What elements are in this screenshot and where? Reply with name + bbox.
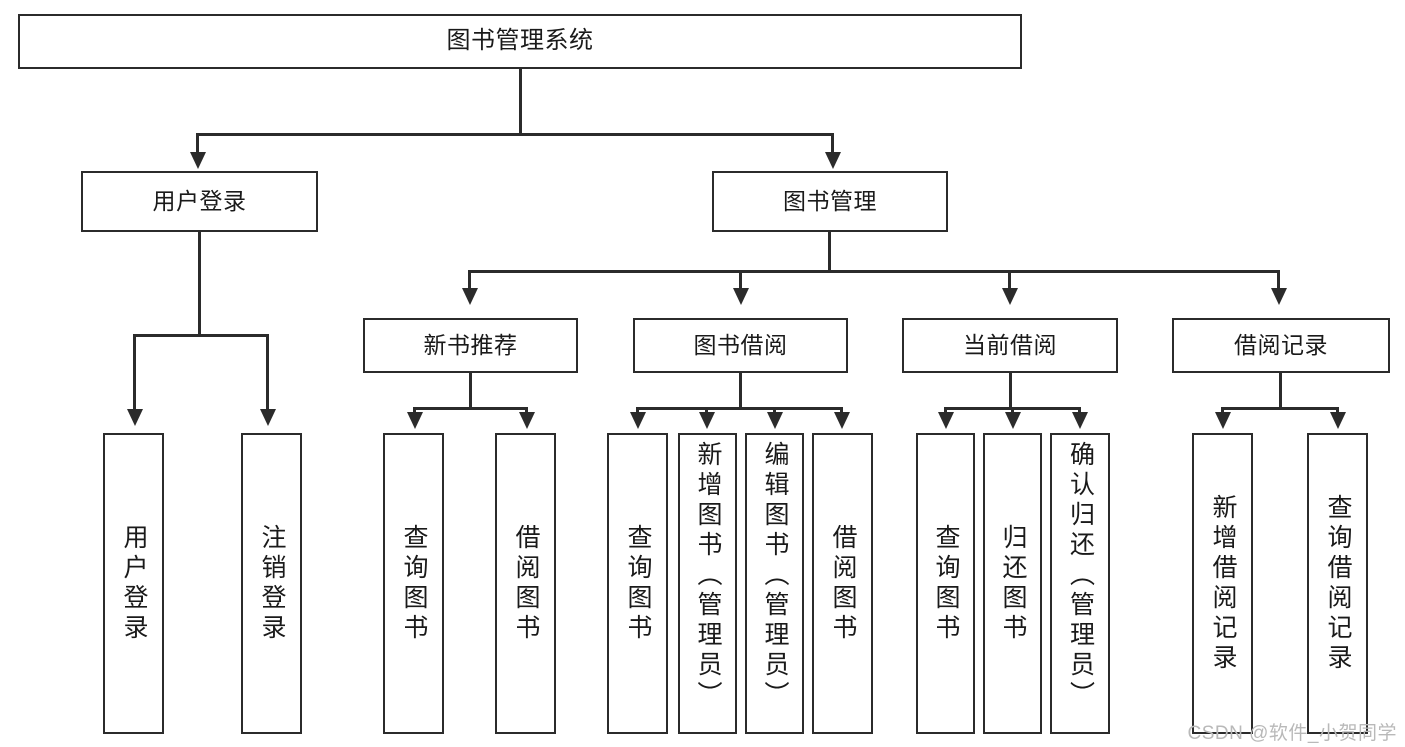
node-borrow-record[interactable]: 借阅记录 [1172, 318, 1390, 373]
connector-user-login-drop-1 [133, 334, 136, 411]
node-label: 编辑图书（管理员） [761, 441, 789, 711]
arrowhead-leaf-logout [260, 409, 276, 426]
node-label: 借阅图书 [829, 523, 857, 644]
connector-to-current-borrow [1008, 270, 1011, 291]
connector-borrow-record-bar [1221, 407, 1339, 410]
leaf-current-return[interactable]: 归还图书 [983, 433, 1042, 734]
leaf-book-add-admin[interactable]: 新增图书（管理员） [678, 433, 737, 734]
arrowhead-new-book-leaf-2 [519, 412, 535, 429]
connector-user-login-bar [133, 334, 269, 337]
connector-current-borrow-drop-2 [1011, 407, 1014, 414]
arrowhead-new-book [462, 288, 478, 305]
arrowhead-book-borrow-leaf-1 [630, 412, 646, 429]
leaf-book-borrow-query[interactable]: 查询图书 [607, 433, 668, 734]
node-book-management[interactable]: 图书管理 [712, 171, 948, 232]
arrowhead-book-borrow [733, 288, 749, 305]
leaf-book-borrow-action[interactable]: 借阅图书 [812, 433, 873, 734]
connector-new-book-stem [469, 373, 472, 409]
connector-current-borrow-stem [1009, 373, 1012, 409]
node-label: 查询图书 [932, 523, 960, 644]
connector-user-login-drop-2 [266, 334, 269, 411]
connector-to-borrow-record [1277, 270, 1280, 291]
arrowhead-current-borrow-leaf-1 [938, 412, 954, 429]
connector-book-borrow-bar [636, 407, 843, 410]
connector-borrow-record-drop-2 [1336, 407, 1339, 414]
node-root-system[interactable]: 图书管理系统 [18, 14, 1022, 69]
connector-new-book-drop-1 [413, 407, 416, 414]
node-label: 用户登录 [120, 523, 148, 644]
connector-root-stem [519, 69, 522, 135]
arrowhead-new-book-leaf-1 [407, 412, 423, 429]
connector-user-login-stem [198, 232, 201, 336]
connector-book-manage-stem [828, 232, 831, 272]
node-current-borrow[interactable]: 当前借阅 [902, 318, 1118, 373]
leaf-book-edit-admin[interactable]: 编辑图书（管理员） [745, 433, 804, 734]
node-label: 查询图书 [400, 523, 428, 644]
connector-new-book-drop-2 [525, 407, 528, 414]
connector-root-bar [196, 133, 834, 136]
connector-book-borrow-drop-1 [636, 407, 639, 414]
arrowhead-book-borrow-leaf-4 [834, 412, 850, 429]
arrowhead-current-borrow [1002, 288, 1018, 305]
arrowhead-current-borrow-leaf-2 [1005, 412, 1021, 429]
leaf-new-book-query[interactable]: 查询图书 [383, 433, 444, 734]
node-label: 新增图书（管理员） [694, 441, 722, 711]
node-label: 当前借阅 [963, 331, 1057, 358]
node-label: 注销登录 [258, 523, 286, 644]
arrowhead-current-borrow-leaf-3 [1072, 412, 1088, 429]
node-label: 图书管理系统 [446, 27, 594, 55]
connector-current-borrow-drop-1 [944, 407, 947, 414]
arrowhead-borrow-record [1271, 288, 1287, 305]
leaf-new-book-borrow[interactable]: 借阅图书 [495, 433, 556, 734]
connector-root-to-user-login [196, 133, 199, 155]
arrowhead-book-manage [825, 152, 841, 169]
connector-book-borrow-stem [739, 373, 742, 409]
arrowhead-leaf-user-login [127, 409, 143, 426]
node-new-book-recommend[interactable]: 新书推荐 [363, 318, 578, 373]
leaf-user-login[interactable]: 用户登录 [103, 433, 164, 734]
arrowhead-book-borrow-leaf-3 [767, 412, 783, 429]
connector-to-book-borrow [739, 270, 742, 291]
leaf-add-borrow-record[interactable]: 新增借阅记录 [1192, 433, 1253, 734]
node-label: 归还图书 [999, 523, 1027, 644]
node-label: 借阅记录 [1234, 331, 1328, 358]
node-label: 图书借阅 [693, 331, 788, 358]
connector-borrow-record-drop-1 [1221, 407, 1224, 414]
connector-root-to-book-manage [831, 133, 834, 155]
arrowhead-user-login [190, 152, 206, 169]
node-label: 新书推荐 [423, 331, 518, 358]
node-label: 图书管理 [783, 187, 877, 214]
connector-book-manage-bar [468, 270, 1280, 273]
arrowhead-book-borrow-leaf-2 [699, 412, 715, 429]
connector-book-borrow-drop-3 [773, 407, 776, 414]
leaf-confirm-return-admin[interactable]: 确认归还（管理员） [1050, 433, 1110, 734]
connector-book-borrow-drop-2 [705, 407, 708, 414]
node-user-login[interactable]: 用户登录 [81, 171, 318, 232]
node-label: 借阅图书 [512, 523, 540, 644]
node-label: 确认归还（管理员） [1066, 441, 1095, 711]
arrowhead-borrow-record-leaf-2 [1330, 412, 1346, 429]
connector-borrow-record-stem [1279, 373, 1282, 409]
arrowhead-borrow-record-leaf-1 [1215, 412, 1231, 429]
node-label: 查询图书 [624, 523, 652, 644]
node-label: 新增借阅记录 [1209, 493, 1237, 674]
connector-book-borrow-drop-4 [840, 407, 843, 414]
leaf-query-borrow-record[interactable]: 查询借阅记录 [1307, 433, 1368, 734]
node-label: 查询借阅记录 [1324, 493, 1352, 674]
leaf-logout[interactable]: 注销登录 [241, 433, 302, 734]
connector-to-new-book [468, 270, 471, 291]
connector-new-book-bar [413, 407, 528, 410]
node-label: 用户登录 [152, 187, 247, 214]
leaf-current-query[interactable]: 查询图书 [916, 433, 975, 734]
connector-current-borrow-drop-3 [1078, 407, 1081, 414]
node-book-borrow[interactable]: 图书借阅 [633, 318, 848, 373]
